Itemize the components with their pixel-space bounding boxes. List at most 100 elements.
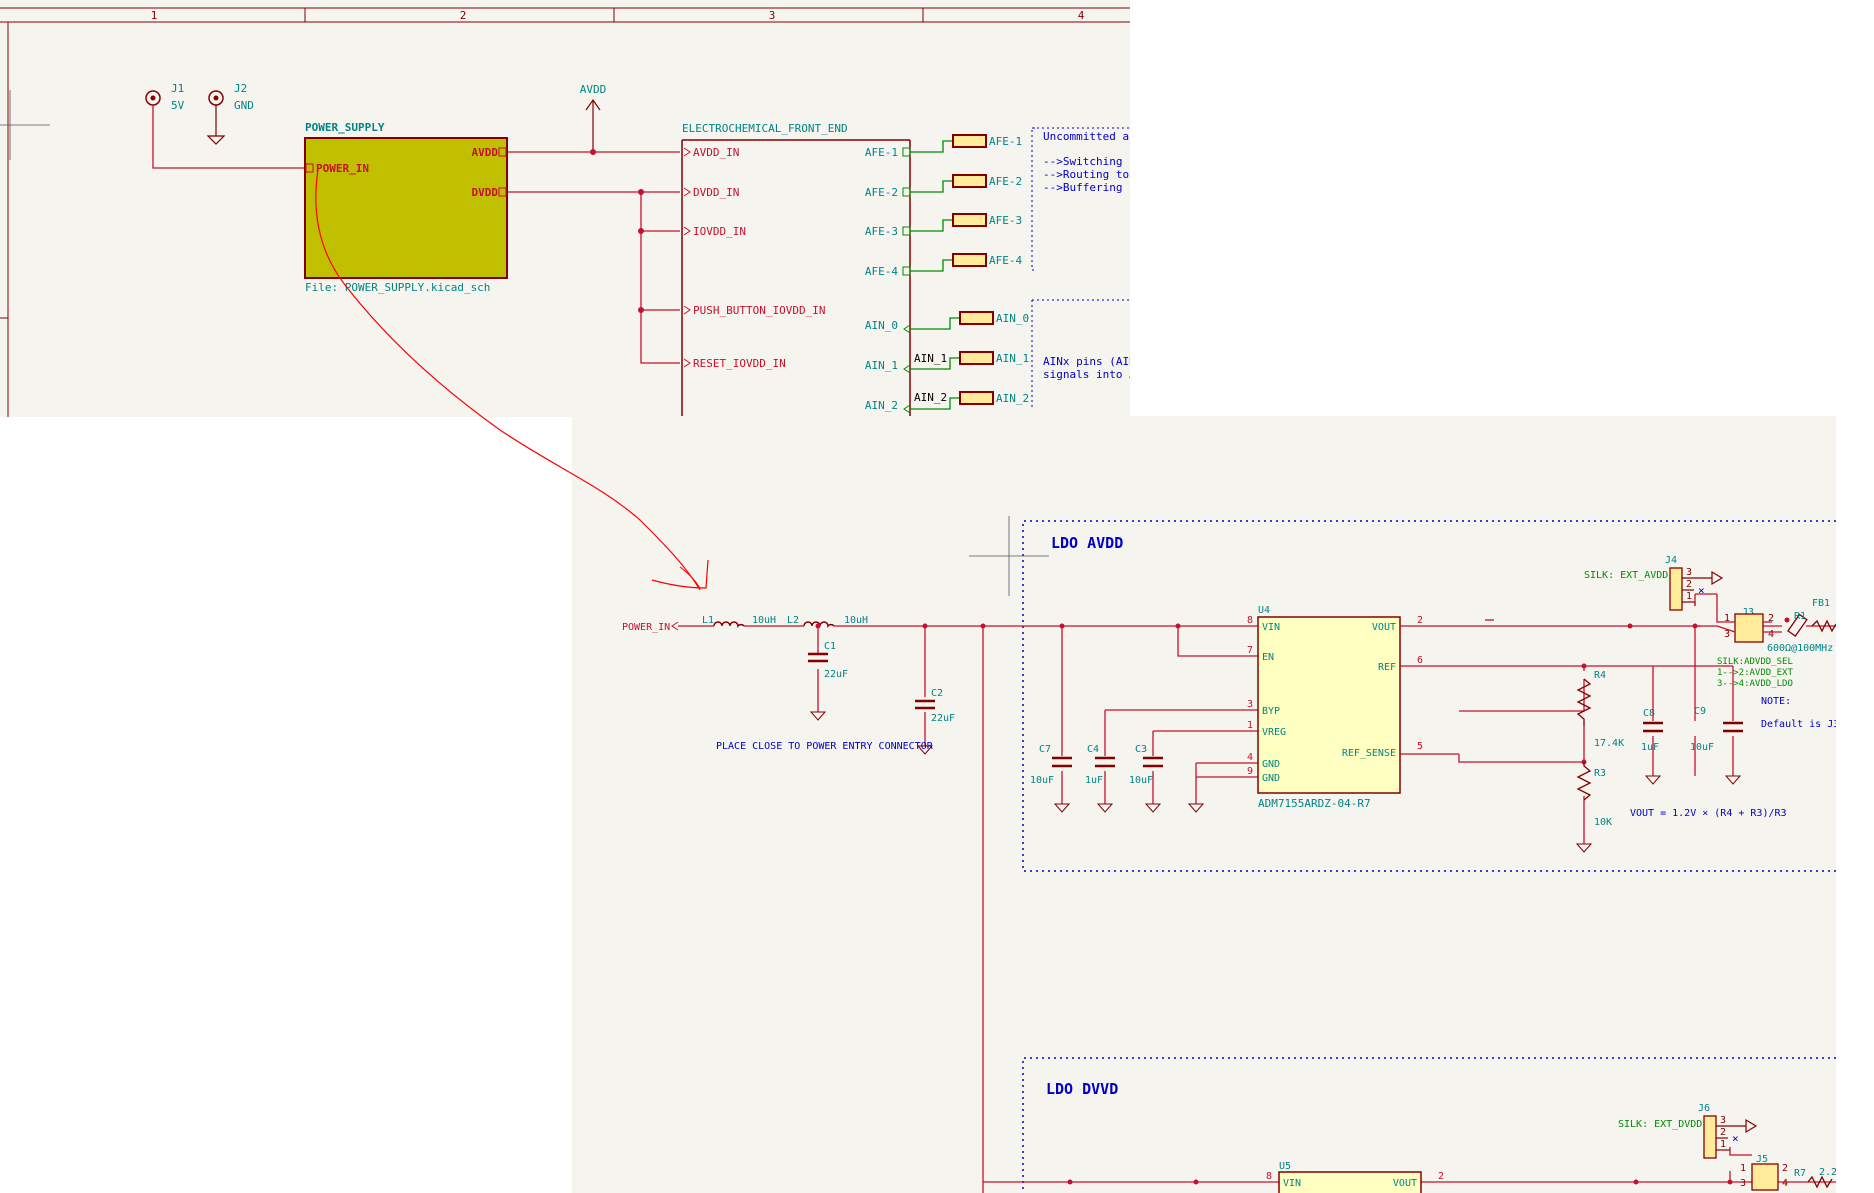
j2-ref: J2 <box>234 82 247 95</box>
u4-pin-ref: REF <box>1378 662 1396 673</box>
afe-pin-afe1[interactable]: AFE-1 <box>865 146 898 159</box>
afe-pin-push-button[interactable]: PUSH_BUTTON_IOVDD_IN <box>693 304 825 317</box>
top-junctions <box>590 149 644 313</box>
ain-connector-2[interactable]: AIN_2 <box>959 391 1029 405</box>
j3-pin-1: 1 <box>1724 613 1730 624</box>
j1-ref: J1 <box>171 82 184 95</box>
r1-resistor[interactable]: R1 <box>1794 611 1836 633</box>
u4-pin-num-1: 1 <box>1247 720 1253 731</box>
u4-pin-num-9: 9 <box>1247 766 1253 777</box>
c4-capacitor[interactable]: C4 1uF <box>1085 744 1115 813</box>
j4-pin-2: 2 <box>1686 579 1692 590</box>
avdd-power-symbol[interactable]: AVDD <box>580 83 607 152</box>
avdd-pin[interactable]: AVDD <box>472 146 499 159</box>
l1-value: 10uH <box>752 615 776 626</box>
silk-ext-avdd: SILK: EXT_AVDD <box>1584 570 1668 581</box>
r3-resistor[interactable]: R3 10K <box>1575 762 1612 853</box>
u4-pin-num-5: 5 <box>1417 741 1423 752</box>
fb1-ref: FB1 <box>1812 598 1830 609</box>
c1-capacitor[interactable]: C1 22uF <box>808 641 848 721</box>
c4-value: 1uF <box>1085 775 1103 786</box>
sheet-frame <box>0 7 1130 417</box>
afe-pin-afe2[interactable]: AFE-2 <box>865 186 898 199</box>
note-line-1: Uncommitted a <box>1043 130 1129 143</box>
ldo-avdd-title: LDO AVDD <box>1051 534 1123 552</box>
afe-sheet[interactable]: ELECTROCHEMICAL_FRONT_END AVDD_IN DVDD_I… <box>681 122 911 417</box>
afe-pin-iovdd-in[interactable]: IOVDD_IN <box>693 225 746 238</box>
afe-connector-4[interactable]: AFE-4 <box>952 253 1022 267</box>
u5-ldo-ic[interactable]: U5 VIN 8 VOUT 2 <box>1266 1161 1444 1193</box>
c3-capacitor[interactable]: C3 10uF <box>1129 744 1163 813</box>
afe-pin-afe3[interactable]: AFE-3 <box>865 225 898 238</box>
ground-icon <box>1144 803 1162 813</box>
u4-pin-num-6: 6 <box>1417 655 1423 666</box>
afe-pin-reset[interactable]: RESET_IOVDD_IN <box>693 357 786 370</box>
u4-ref: U4 <box>1258 605 1270 616</box>
silk-sel-line-3: 3-->4:AVDD_LDO <box>1717 679 1793 689</box>
r4-resistor[interactable]: R4 17.4K <box>1576 670 1624 749</box>
afe-pin-ain0[interactable]: AIN_0 <box>865 319 898 332</box>
r3-ref: R3 <box>1594 768 1606 779</box>
afe-connector-4-label: AFE-4 <box>989 254 1022 267</box>
afe-connector-1-label: AFE-1 <box>989 135 1022 148</box>
fb1-ferrite-bead[interactable]: FB1 600Ω@100MHz <box>1767 598 1833 654</box>
ain-connector-0[interactable]: AIN_0 <box>959 311 1029 325</box>
power-in-pin[interactable]: POWER_IN <box>316 162 369 175</box>
r3-value: 10K <box>1594 817 1612 828</box>
j3-header[interactable]: J3 1 2 3 4 <box>1716 594 1782 643</box>
j4-header[interactable]: SILK: EXT_AVDD J4 3 2 1 × <box>1584 555 1724 611</box>
j1-value: 5V <box>171 99 185 112</box>
j4-pin-3: 3 <box>1686 567 1692 578</box>
afe-pin-dvdd-in[interactable]: DVDD_IN <box>693 186 739 199</box>
afe-connector-3[interactable]: AFE-3 <box>952 213 1022 227</box>
r7-resistor[interactable]: R7 2.2 <box>1794 1167 1836 1189</box>
u4-ldo-ic[interactable]: U4 ADM7155ARDZ-04-R7 VIN EN BYP VREG GND… <box>1247 605 1584 810</box>
afe-pin-ain1[interactable]: AIN_1 <box>865 359 898 372</box>
afe-pin-afe4[interactable]: AFE-4 <box>865 265 898 278</box>
c7-ref: C7 <box>1039 744 1051 755</box>
bottom-schematic-panel: LDO AVDD LDO DVVD POWER_IN <box>572 416 1836 1193</box>
r4-value: 17.4K <box>1594 738 1624 749</box>
note-line-3: -->Routing to <box>1043 168 1129 181</box>
c8-capacitor[interactable]: C8 1uF <box>1641 708 1663 785</box>
ain-connector-0-label: AIN_0 <box>996 312 1029 325</box>
u4-pin-num-2: 2 <box>1417 615 1423 626</box>
afe-connector-2[interactable]: AFE-2 <box>952 174 1022 188</box>
c2-capacitor[interactable]: C2 22uF <box>915 688 955 755</box>
ground-icon <box>1053 803 1071 813</box>
c3-ref: C3 <box>1135 744 1147 755</box>
afe-connector-1[interactable]: AFE-1 <box>952 134 1022 148</box>
afe-sheet-title: ELECTROCHEMICAL_FRONT_END <box>682 122 848 135</box>
power-supply-sheet[interactable]: POWER_SUPPLY POWER_IN AVDD DVDD File: PO… <box>304 121 508 294</box>
ground-icon <box>1096 803 1114 813</box>
ain-connector-1[interactable]: AIN_1 <box>959 351 1029 365</box>
l2-inductor[interactable]: L2 10uH <box>787 615 868 628</box>
note-label: NOTE: <box>1761 696 1791 707</box>
dvdd-pin[interactable]: DVDD <box>472 186 499 199</box>
afe-pin-avdd-in[interactable]: AVDD_IN <box>693 146 739 159</box>
ain1-wire-label: AIN_1 <box>914 352 947 365</box>
c1-value: 22uF <box>824 669 848 680</box>
ground-icon <box>1187 803 1205 813</box>
vout-formula: VOUT = 1.2V × (R4 + R3)/R3 <box>1630 808 1787 819</box>
ain-connector-1-label: AIN_1 <box>996 352 1029 365</box>
u4-pin-en: EN <box>1262 652 1274 663</box>
l2-value: 10uH <box>844 615 868 626</box>
l2-ref: L2 <box>787 615 799 626</box>
j6-header[interactable]: SILK: EXT_DVDD J6 3 2 1 × <box>1618 1103 1758 1159</box>
border-col-4: 4 <box>1078 9 1085 22</box>
j2-connector[interactable]: J2 GND <box>206 82 254 145</box>
ground-icon <box>916 745 934 755</box>
l1-ref: L1 <box>702 615 714 626</box>
power-in-label[interactable]: POWER_IN <box>622 622 670 633</box>
u4-pin-num-3: 3 <box>1247 699 1253 710</box>
r1-ref: R1 <box>1794 611 1806 622</box>
c9-capacitor[interactable]: C9 10uF <box>1690 706 1743 785</box>
j1-connector[interactable]: J1 5V <box>145 82 185 112</box>
ground-icon <box>206 135 226 145</box>
afe-pin-ain2[interactable]: AIN_2 <box>865 399 898 412</box>
j5-header[interactable]: J5 1 2 3 4 <box>1740 1154 1788 1191</box>
no-connect-icon: × <box>1732 1132 1739 1145</box>
l1-inductor[interactable]: L1 10uH <box>702 615 776 628</box>
c7-capacitor[interactable]: C7 10uF <box>1030 744 1072 813</box>
